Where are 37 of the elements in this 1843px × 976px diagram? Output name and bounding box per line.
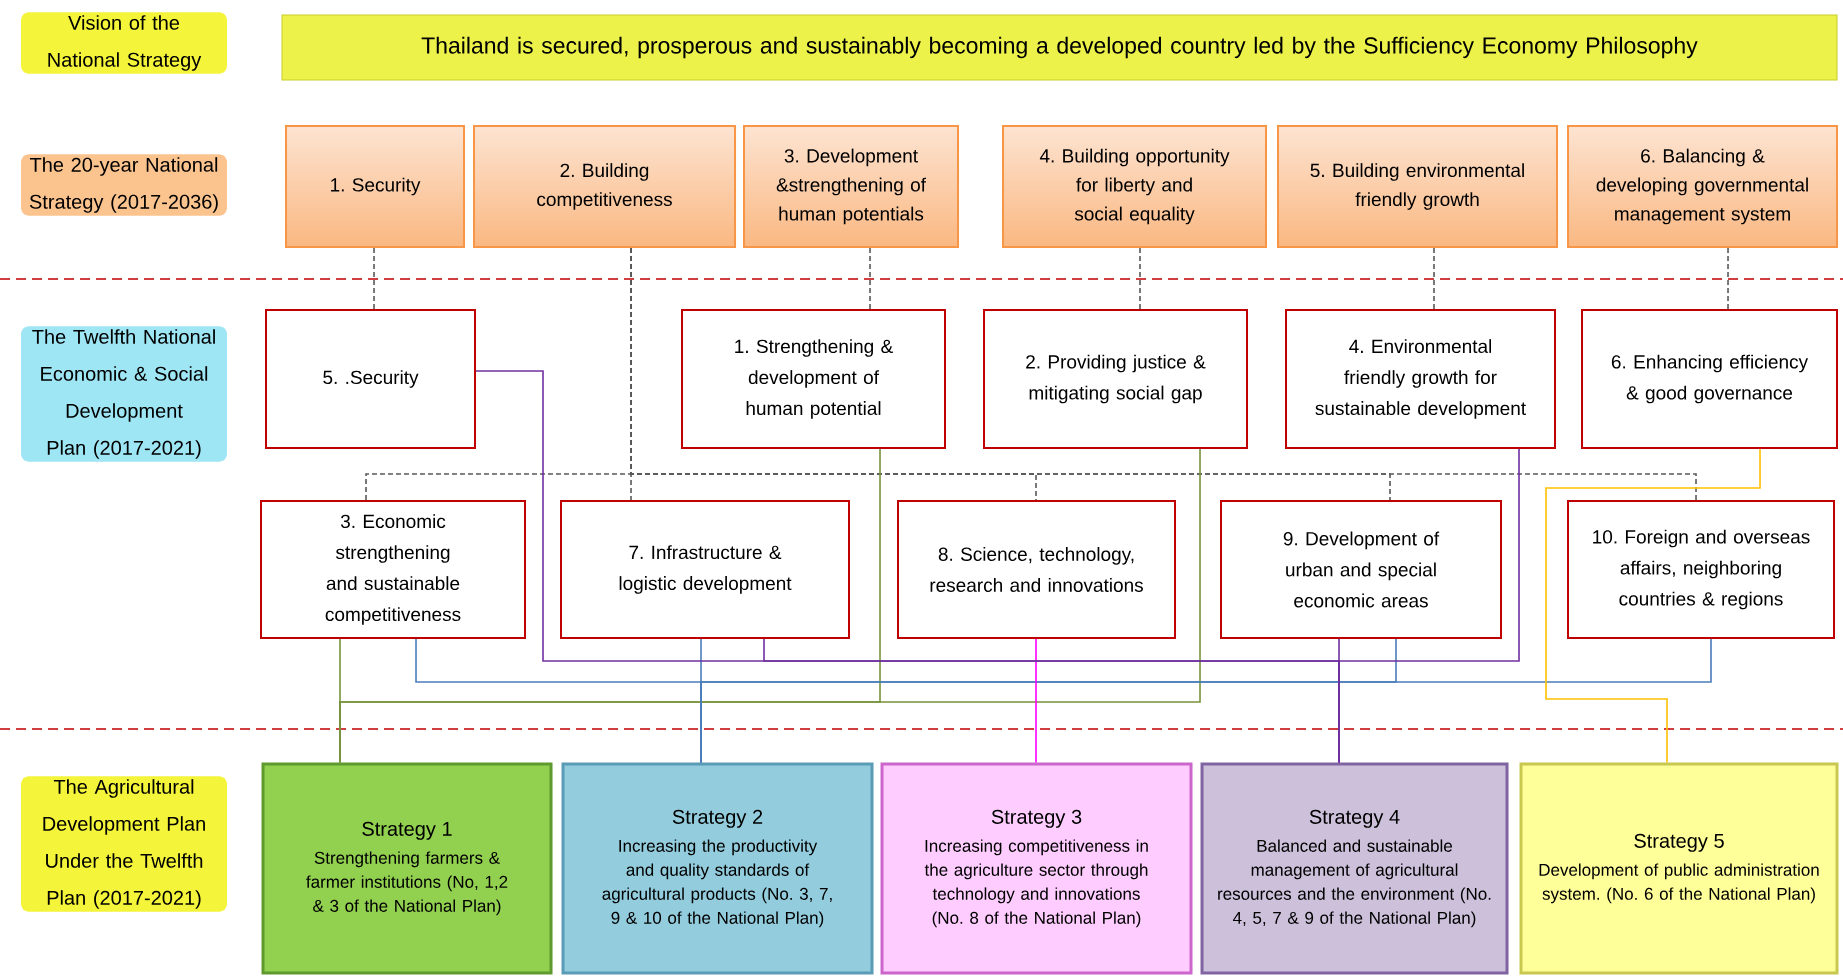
strategy-box: 2. Building competitiveness [473, 125, 736, 248]
connector-line [1139, 247, 1141, 310]
agricultural-strategy-box: Strategy 5 Development of public administration system. (No. 6 of the National Plan) [1519, 762, 1839, 975]
plan-box: 5. .Security [265, 309, 476, 449]
row-heading: The 20-year National Strategy (2017-2036) [21, 154, 227, 216]
plan-box: 2. Providing justice & mitigating social gap [983, 309, 1248, 449]
connector-line [1727, 247, 1729, 310]
connector-line [1433, 247, 1435, 310]
vision-banner: Thailand is secured, prosperous and sustainably becoming a developed country led by the Sufficiency Economy Philosophy [281, 14, 1838, 81]
plan-box: 10. Foreign and overseas affairs, neighboring countries & regions [1567, 500, 1835, 639]
plan-box: 6. Enhancing efficiency & good governance [1581, 309, 1838, 449]
plan-box: 4. Environmental friendly growth for sustainable development [1285, 309, 1556, 449]
agricultural-strategy-box: Strategy 1 Strengthening farmers & farmer institutions (No, 1,2 & 3 of the National Plan) [261, 762, 553, 975]
connector-line [630, 247, 1697, 501]
connector-line [1545, 448, 1761, 764]
plan-box: 1. Strengthening & development of human potential [681, 309, 946, 449]
row-heading: The Twelfth National Economic & Social Development Plan (2017-2021) [21, 326, 227, 462]
strategy-box: 5. Building environmental friendly growth [1277, 125, 1558, 248]
strategy-box: 4. Building opportunity for liberty and social equality [1002, 125, 1267, 248]
plan-box: 3. Economic strengthening and sustainable competitiveness [260, 500, 526, 639]
agricultural-strategy-box: Strategy 4 Balanced and sustainable management of agricultural resources and the environment (No. 4, 5, 7 & 9 of the National Plan) [1200, 762, 1509, 975]
connector-line [1035, 638, 1037, 764]
plan-box: 8. Science, technology, research and innovations [897, 500, 1176, 639]
plan-box: 9. Development of urban and special economic areas [1220, 500, 1502, 639]
agricultural-strategy-box: Strategy 2 Increasing the productivity and quality standards of agricultural products (No. 3, 7, 9 & 10 of the National Plan) [561, 762, 874, 975]
strategy-box: 1. Security [285, 125, 465, 248]
agricultural-strategy-box: Strategy 3 Increasing competitiveness in the agriculture sector through technology and innovations (No. 8 of the National Plan) [880, 762, 1193, 975]
strategy-box: 3. Development &strengthening of human potentials [743, 125, 959, 248]
connector-line [700, 638, 1712, 764]
strategy-box: 6. Balancing & developing governmental management system [1567, 125, 1838, 248]
connector-line [1338, 448, 1520, 764]
row-heading: The Agricultural Development Plan Under the Twelfth Plan (2017-2021) [21, 776, 227, 912]
connector-line [869, 247, 871, 310]
connector-line [339, 448, 1201, 764]
plan-box: 7. Infrastructure & logistic development [560, 500, 850, 639]
row-heading: Vision of the National Strategy [21, 12, 227, 74]
connector-line [373, 247, 375, 310]
